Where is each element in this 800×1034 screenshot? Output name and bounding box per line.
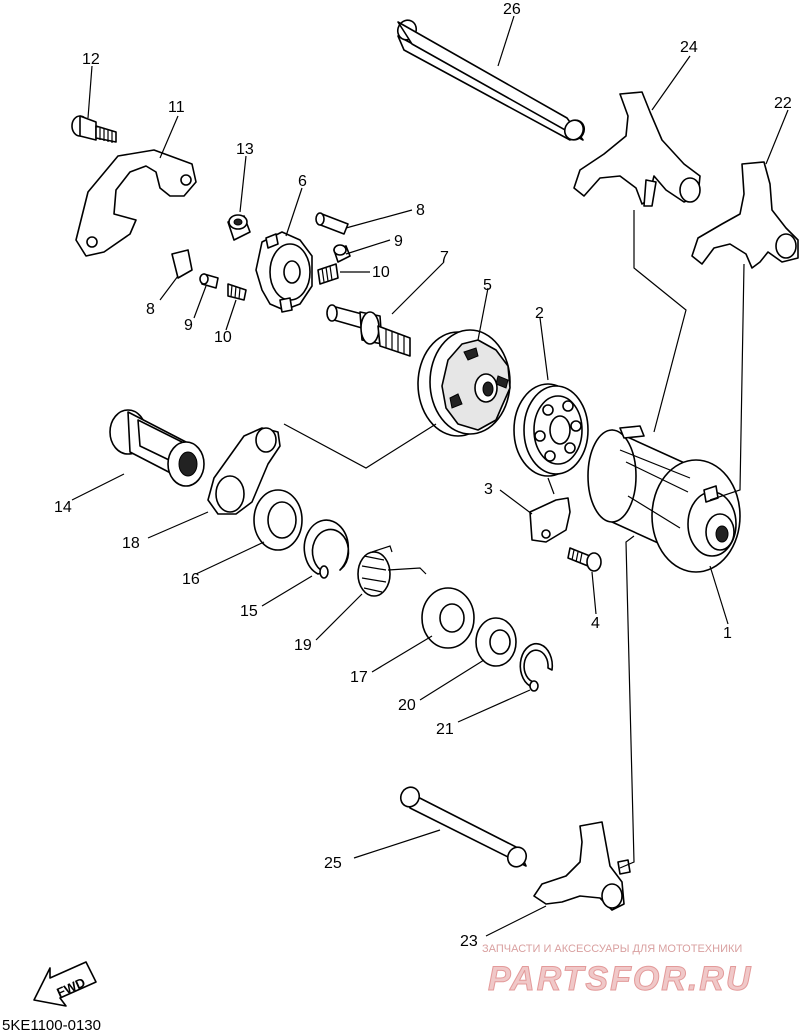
part-22-shift-fork[interactable] [691, 161, 799, 269]
part-17-washer[interactable] [421, 587, 475, 649]
part-13-collar[interactable] [227, 214, 251, 241]
part-8-dowel-upper[interactable] [315, 212, 349, 235]
callout-9-upper: 9 [394, 233, 403, 250]
part-19-torsion-spring[interactable] [357, 545, 427, 597]
fwd-arrow: FWD [33, 961, 97, 1007]
part-14-collar[interactable] [109, 409, 205, 487]
callout-10-lower: 10 [214, 329, 232, 346]
part-4-screw[interactable] [567, 547, 602, 572]
callout-3: 3 [484, 481, 493, 498]
part-8-dowel-lower[interactable] [171, 249, 193, 279]
callout-7: 7 [440, 249, 449, 266]
part-18-plate[interactable] [207, 427, 281, 515]
callout-14: 14 [54, 499, 72, 516]
part-7-bolt[interactable] [326, 304, 411, 357]
callout-17: 17 [350, 669, 368, 686]
callout-12: 12 [82, 51, 100, 68]
part-12-bolt[interactable] [71, 115, 117, 143]
part-11-segment-plate[interactable] [75, 149, 197, 257]
callout-leaders [71, 15, 789, 937]
part-3-stopper-plate[interactable] [529, 497, 571, 543]
callout-2: 2 [535, 305, 544, 322]
callout-24: 24 [680, 39, 698, 56]
assembly-guide-lines [283, 210, 745, 869]
callout-13: 13 [236, 141, 254, 158]
part-2-bearing[interactable] [513, 383, 589, 477]
part-25-shift-fork-shaft[interactable] [397, 784, 529, 870]
callout-8-upper: 8 [416, 202, 425, 219]
callout-16: 16 [182, 571, 200, 588]
callout-9-lower: 9 [184, 317, 193, 334]
callout-5: 5 [483, 277, 492, 294]
callout-10-upper: 10 [372, 264, 390, 281]
part-23-shift-fork[interactable] [533, 821, 631, 911]
watermark-tagline: ЗАПЧАСТИ И АКСЕССУАРЫ ДЛЯ МОТОТЕХНИКИ [482, 943, 742, 955]
part-15-circlip[interactable] [303, 519, 350, 579]
part-10-spring-lower[interactable] [227, 283, 247, 301]
callout-8-lower: 8 [146, 301, 155, 318]
part-20-washer[interactable] [475, 617, 517, 667]
callout-23: 23 [460, 933, 478, 950]
callout-labels: 26 24 22 12 11 13 6 8 9 10 8 9 10 7 5 2 … [54, 1, 792, 950]
part-16-washer[interactable] [253, 489, 303, 551]
callout-11: 11 [168, 99, 185, 116]
callout-22: 22 [774, 95, 792, 112]
callout-19: 19 [294, 637, 312, 654]
part-5-segment[interactable] [417, 329, 511, 437]
part-10-spring-upper[interactable] [317, 263, 339, 285]
part-1-shift-drum[interactable] [587, 425, 741, 573]
part-24-shift-fork[interactable] [573, 91, 701, 207]
callout-25: 25 [324, 855, 342, 872]
part-6-shift-drum-segment[interactable] [255, 231, 313, 313]
part-26-shift-fork-shaft[interactable] [394, 17, 587, 143]
callout-15: 15 [240, 603, 258, 620]
callout-20: 20 [398, 697, 416, 714]
callout-6: 6 [298, 173, 307, 190]
callout-26: 26 [503, 1, 521, 18]
watermark: ЗАПЧАСТИ И АКСЕССУАРЫ ДЛЯ МОТОТЕХНИКИ PA… [482, 943, 752, 999]
part-9-pin-lower[interactable] [199, 273, 219, 289]
callout-21: 21 [436, 721, 454, 738]
callout-18: 18 [122, 535, 140, 552]
part-9-pin-upper[interactable] [333, 244, 351, 263]
callout-4: 4 [591, 615, 600, 632]
diagram-code: 5KE1100-0130 [2, 1017, 101, 1034]
callout-1: 1 [723, 625, 732, 642]
part-21-circlip[interactable] [519, 642, 554, 692]
watermark-site: PARTSFOR.RU [488, 960, 752, 998]
